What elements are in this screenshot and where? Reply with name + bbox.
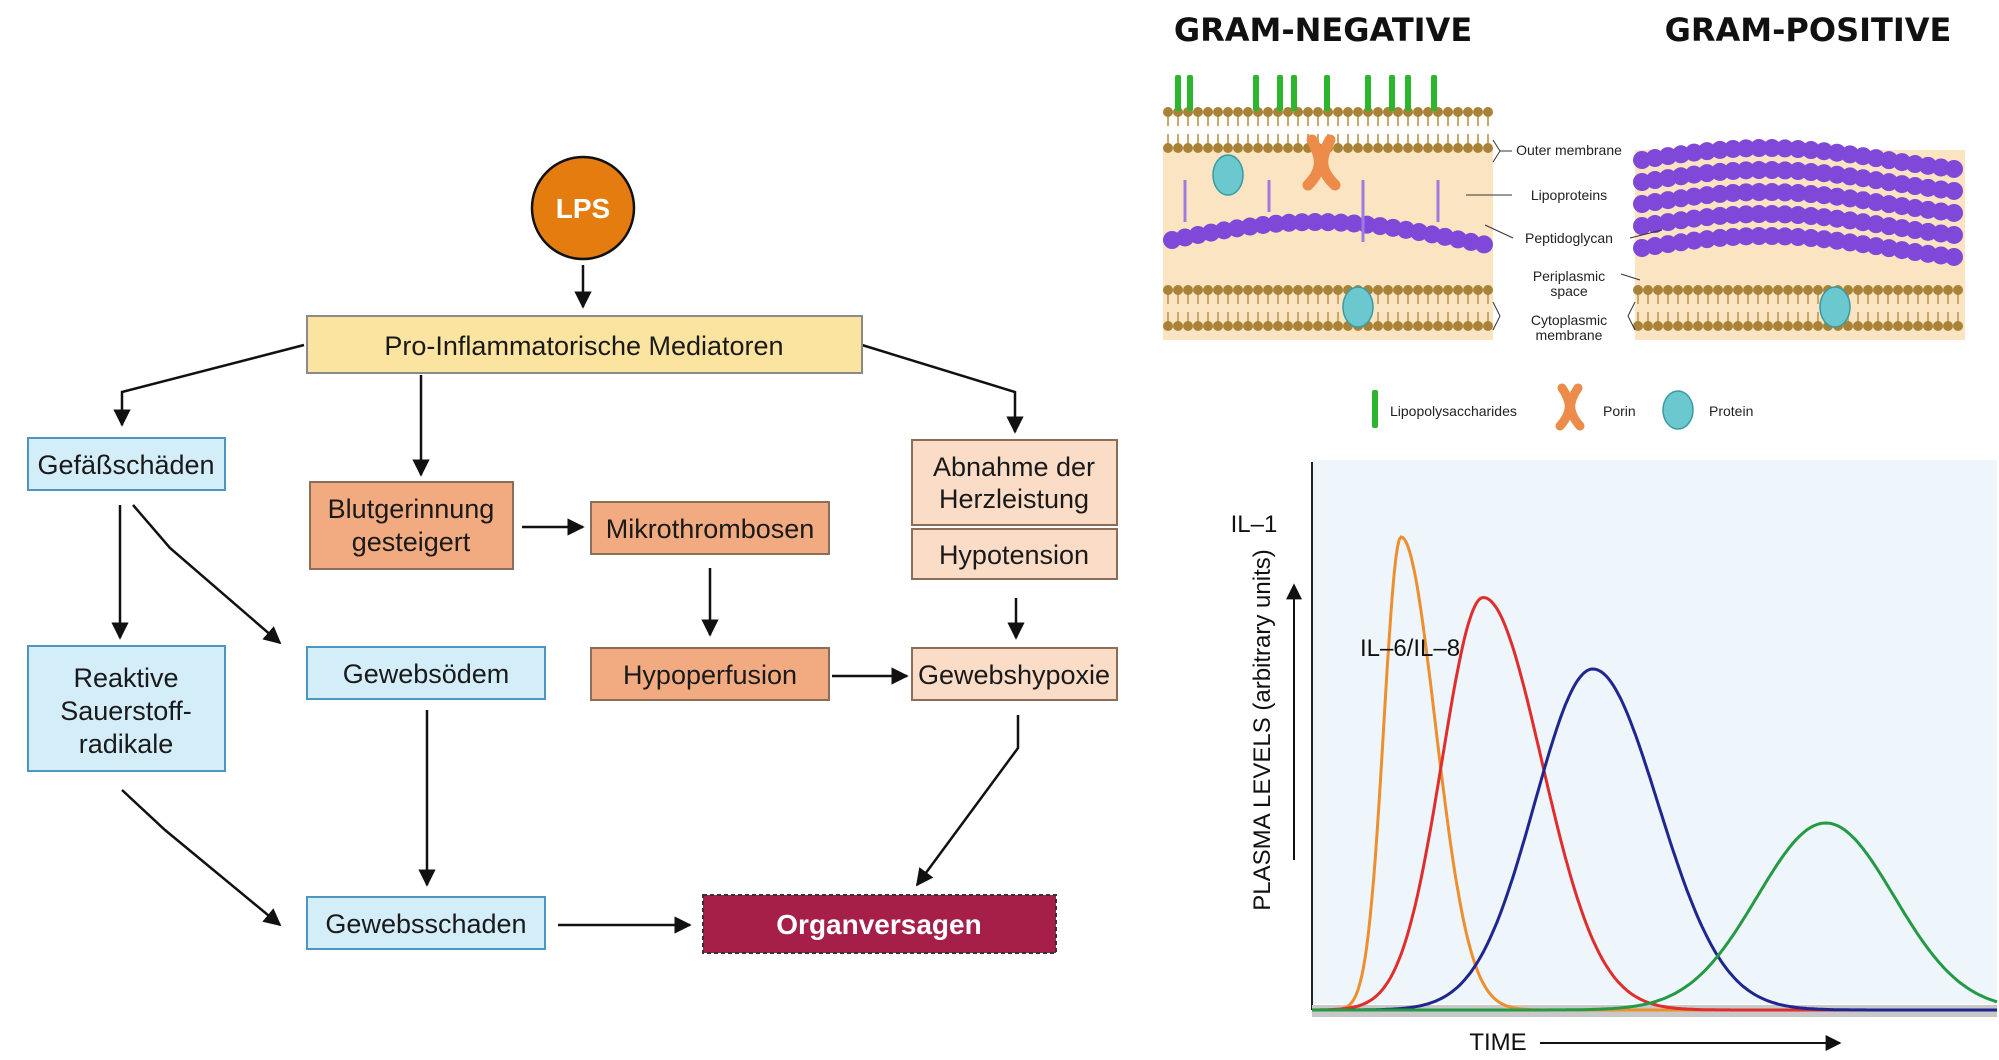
organ-failure-label: Organversagen xyxy=(776,909,981,940)
structure-labels xyxy=(1466,139,1663,331)
sepsis-flowchart: LPS Pro-Inflammatorische Mediatoren Gefä… xyxy=(27,155,1118,954)
lps-node: LPS xyxy=(530,155,636,261)
plot-background xyxy=(1312,460,1997,1004)
mediators-label: Pro-Inflammatorische Mediatoren xyxy=(384,331,783,361)
gram-positive-title: GRAM-POSITIVE xyxy=(1665,11,1952,49)
plot-curves: LPSTNFIL–1IL–6/IL–8 xyxy=(1231,511,1998,1012)
outer-membrane-label: Outer membrane xyxy=(1516,142,1622,158)
gram-positive-peptidoglycan xyxy=(1633,139,1963,266)
lipoproteins-label: Lipoproteins xyxy=(1531,187,1607,203)
vessel-damage-label: Gefäßschäden xyxy=(37,450,214,480)
organ-failure-node: Organversagen xyxy=(702,894,1057,954)
gram-positive-protein-icon xyxy=(1819,286,1851,328)
peptidoglycan-label: Peptidoglycan xyxy=(1525,230,1613,246)
coagulation-line2: gesteigert xyxy=(352,527,471,557)
tissue-damage-label: Gewebsschaden xyxy=(325,909,526,939)
microthrombosis-node: Mikrothrombosen xyxy=(590,501,830,555)
ros-line2: Sauerstoff- xyxy=(60,696,192,726)
hypoxia-node: Gewebshypoxie xyxy=(911,647,1118,701)
vessel-damage-node: Gefäßschäden xyxy=(27,437,226,491)
arrow-vessel-to-edema xyxy=(132,504,282,645)
coagulation-line1: Blutgerinnung xyxy=(328,494,495,524)
cardiac-node: Abnahme der Herzleistung xyxy=(911,439,1118,526)
series-label-il-1: IL–1 xyxy=(1231,511,1278,538)
cardiac-line2: Herzleistung xyxy=(939,484,1089,514)
microthrombosis-label: Mikrothrombosen xyxy=(606,514,815,544)
cytokine-plot: LPSTNFIL–1IL–6/IL–8 PLASMA LEVELS (arbit… xyxy=(1231,460,1998,1056)
hypotension-label: Hypotension xyxy=(939,540,1089,570)
cyto-protein-icon xyxy=(1342,286,1374,328)
lps-label: LPS xyxy=(556,193,610,224)
arrow-mediators-to-cardiac xyxy=(861,343,1024,434)
outer-protein-icon xyxy=(1212,154,1244,196)
gram-negative-cytoplasmic-bilayer xyxy=(1163,285,1493,331)
series-line-il-6-il-8 xyxy=(1312,821,1998,1012)
hypoxia-label: Gewebshypoxie xyxy=(918,660,1110,690)
cell-wall-legend: Lipopolysaccharides Porin Protein xyxy=(1372,383,1753,431)
series-line-il-1 xyxy=(1312,667,1997,1012)
edema-node: Gewebsödem xyxy=(306,646,546,700)
y-axis-label: PLASMA LEVELS (arbitrary units) xyxy=(1249,549,1276,910)
hypoperfusion-label: Hypoperfusion xyxy=(623,660,797,690)
lipoprotein-links xyxy=(1183,180,1440,242)
arrow-mediators-to-vessel xyxy=(113,343,305,427)
cytoplasmic-label-1: Cytoplasmic xyxy=(1531,312,1607,328)
periplasmic-label-1: Periplasmic xyxy=(1533,268,1605,284)
lps-legend-icon xyxy=(1372,390,1378,428)
edema-label: Gewebsödem xyxy=(343,659,510,689)
arrow-ros-to-damage xyxy=(121,789,282,927)
x-axis-label: TIME xyxy=(1469,1029,1526,1056)
outer-membrane-bilayer xyxy=(1163,107,1493,153)
ros-node: Reaktive Sauerstoff- radikale xyxy=(27,645,226,772)
hypotension-node: Hypotension xyxy=(911,528,1118,580)
hypoperfusion-node: Hypoperfusion xyxy=(590,647,830,701)
cytoplasmic-label-2: membrane xyxy=(1536,327,1603,343)
gram-negative-peptidoglycan xyxy=(1163,213,1493,254)
porin-legend-label: Porin xyxy=(1603,403,1636,419)
lps-legend-label: Lipopolysaccharides xyxy=(1390,403,1517,419)
flow-arrows xyxy=(111,265,1025,934)
gram-positive-cytoplasmic-bilayer xyxy=(1633,285,1963,331)
gram-negative-title: GRAM-NEGATIVE xyxy=(1174,11,1472,49)
ros-line3: radikale xyxy=(79,729,174,759)
protein-legend-icon xyxy=(1662,390,1694,430)
protein-legend-label: Protein xyxy=(1709,403,1753,419)
arrow-hypoxia-to-organ xyxy=(915,715,1020,887)
lipopolysaccharide-chains xyxy=(1175,75,1437,111)
tissue-damage-node: Gewebsschaden xyxy=(306,896,546,950)
cardiac-line1: Abnahme der xyxy=(933,452,1095,482)
series-label-il-6-il-8: IL–6/IL–8 xyxy=(1360,635,1460,662)
coagulation-node: Blutgerinnung gesteigert xyxy=(309,481,514,570)
cell-wall-diagram: GRAM-NEGATIVE GRAM-POSITIVE Outer membra… xyxy=(1163,11,1965,431)
periplasmic-label-2: space xyxy=(1550,283,1588,299)
ros-line1: Reaktive xyxy=(73,663,178,693)
porin-icon xyxy=(1302,134,1341,191)
mediators-node: Pro-Inflammatorische Mediatoren xyxy=(306,315,863,374)
porin-legend-icon xyxy=(1555,383,1585,431)
